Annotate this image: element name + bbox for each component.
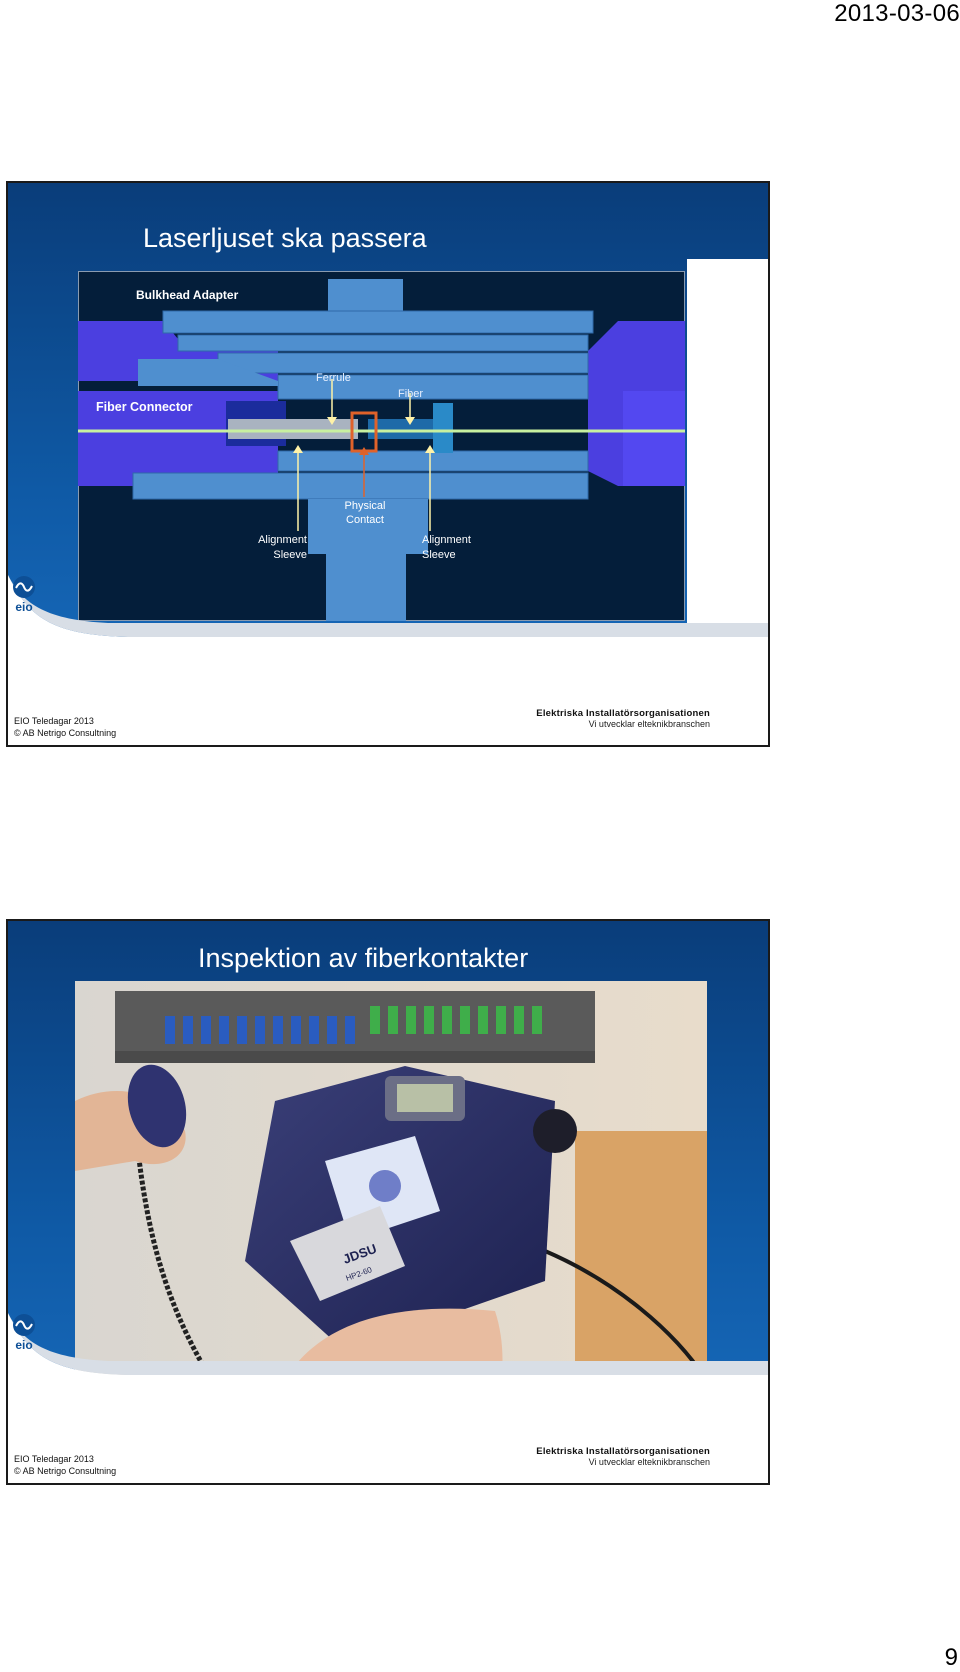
blue-connectors [165, 1016, 355, 1044]
page-number: 9 [944, 1644, 958, 1671]
white-panel [687, 259, 768, 629]
adapter-rail-6 [132, 472, 589, 500]
footer-swoosh [8, 1313, 768, 1483]
connector-diagram: Bulkhead Adapter Fiber Connector Ferrule… [78, 271, 685, 621]
label-fiber-connector: Fiber Connector [96, 400, 193, 414]
adapter-rail-1 [162, 310, 594, 334]
adapter-rail-2 [177, 334, 589, 352]
inspection-probe [127, 1064, 187, 1148]
slide-title: Inspektion av fiberkontakter [198, 943, 529, 973]
fiber-endface [369, 1170, 401, 1202]
physical-contact-arrowhead [359, 447, 369, 455]
eio-logo-icon: eio [13, 576, 35, 613]
slide-title: Laserljuset ska passera [143, 223, 427, 253]
footer-credits: EIO Teledagar 2013 © AB Netrigo Consultn… [14, 715, 116, 739]
footer-brand: Elektriska Installatörsorganisationen Vi… [536, 708, 710, 729]
alignment-right-arrowhead [425, 445, 435, 453]
label-physical-contact-1: Physical [345, 500, 386, 512]
svg-text:eio: eio [15, 1338, 32, 1351]
focus-knob [533, 1109, 577, 1153]
adapter-rail-4 [277, 374, 589, 400]
green-connectors [370, 1006, 542, 1034]
label-bulkhead: Bulkhead Adapter [136, 288, 239, 302]
brand-name: Elektriska Installatörsorganisationen [536, 1446, 710, 1457]
slide-laserljuset: Laserljuset ska passera [6, 181, 770, 747]
label-physical-contact-2: Contact [346, 514, 384, 526]
slide-footer: EIO Teledagar 2013 © AB Netrigo Consultn… [8, 575, 768, 745]
footer-copyright: © AB Netrigo Consultning [14, 1466, 117, 1476]
label-alignment-right-1: Alignment [422, 534, 471, 546]
left-ferrule [228, 419, 358, 439]
fiber-arrowhead [405, 417, 415, 425]
slide-footer: EIO Teledagar 2013 © AB Netrigo Consultn… [8, 1313, 768, 1483]
ferrule-arrowhead [327, 417, 337, 425]
brand-name: Elektriska Installatörsorganisationen [536, 708, 710, 719]
adapter-lower-body [308, 499, 428, 554]
label-alignment-left-1: Alignment [258, 534, 307, 546]
device-lcd [397, 1084, 453, 1112]
brand-tagline: Vi utvecklar elteknikbranschen [588, 719, 710, 729]
latch-arm [138, 359, 278, 386]
footer-event: EIO Teledagar 2013 [14, 716, 94, 726]
right-connector-face [623, 391, 685, 486]
right-ferrule-end [433, 403, 453, 453]
adapter-rail-3 [217, 352, 589, 374]
footer-credits: EIO Teledagar 2013 © AB Netrigo Consultn… [14, 1453, 116, 1477]
adapter-rail-5 [277, 450, 589, 472]
wooden-surface [575, 1131, 707, 1401]
footer-brand: Elektriska Installatörsorganisationen Vi… [536, 1446, 710, 1467]
label-ferrule: Ferrule [316, 372, 351, 384]
rack-rail [115, 1051, 595, 1063]
label-alignment-right-2: Sleeve [422, 549, 456, 561]
device-label-plate [290, 1206, 405, 1301]
footer-copyright: © AB Netrigo Consultning [14, 728, 117, 738]
label-alignment-left-2: Sleeve [273, 549, 307, 561]
alignment-left-arrowhead [293, 445, 303, 453]
right-ferrule [368, 419, 453, 439]
brand-tagline: Vi utvecklar elteknikbranschen [588, 1457, 710, 1467]
coiled-cable [132, 1120, 228, 1401]
page-date: 2013-03-06 [834, 0, 960, 27]
footer-event: EIO Teledagar 2013 [14, 1454, 94, 1464]
label-fiber: Fiber [398, 388, 423, 400]
footer-swoosh [8, 575, 768, 745]
slide-inspektion: Inspektion av fiberkontakter [6, 919, 770, 1485]
svg-text:eio: eio [15, 600, 32, 613]
eio-logo-icon: eio [13, 1314, 35, 1351]
adapter-bottom-flange [326, 541, 406, 621]
